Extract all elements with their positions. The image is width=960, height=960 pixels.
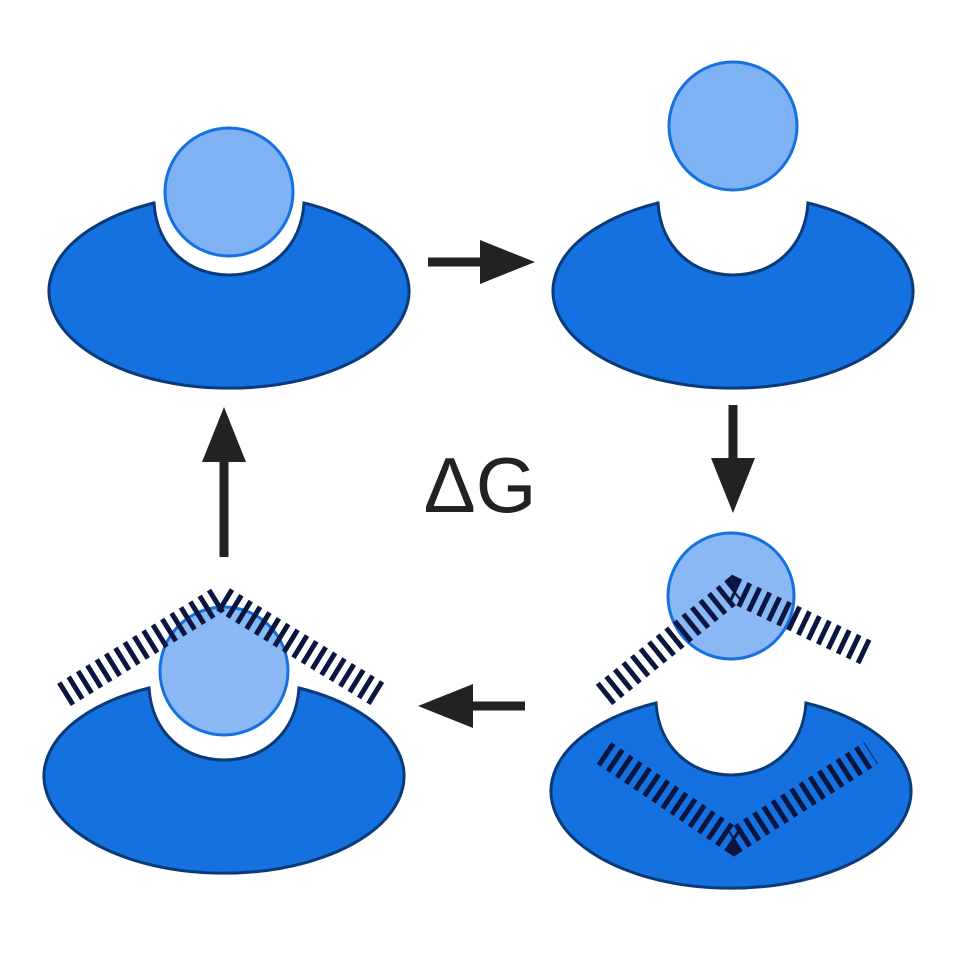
panel-rebound-desolvated <box>42 582 406 875</box>
ligand-sphere <box>667 60 799 192</box>
ligand-sphere <box>163 126 295 258</box>
delta-g-label: ΔG <box>424 441 537 529</box>
displaced-solvent <box>57 582 386 707</box>
arrow-right <box>428 240 535 284</box>
panel-bound-complex <box>47 126 411 390</box>
ligand-sphere <box>666 531 796 661</box>
panel-separated <box>551 60 915 390</box>
receptor-body <box>551 201 915 390</box>
arrow-left <box>418 684 525 728</box>
receptor-body <box>549 701 913 890</box>
arrow-down <box>711 405 755 513</box>
solvent-shell-ligand <box>595 574 877 706</box>
panel-solvated <box>549 531 913 890</box>
solvent-shell-pocket <box>596 742 879 857</box>
arrow-up <box>202 407 246 557</box>
